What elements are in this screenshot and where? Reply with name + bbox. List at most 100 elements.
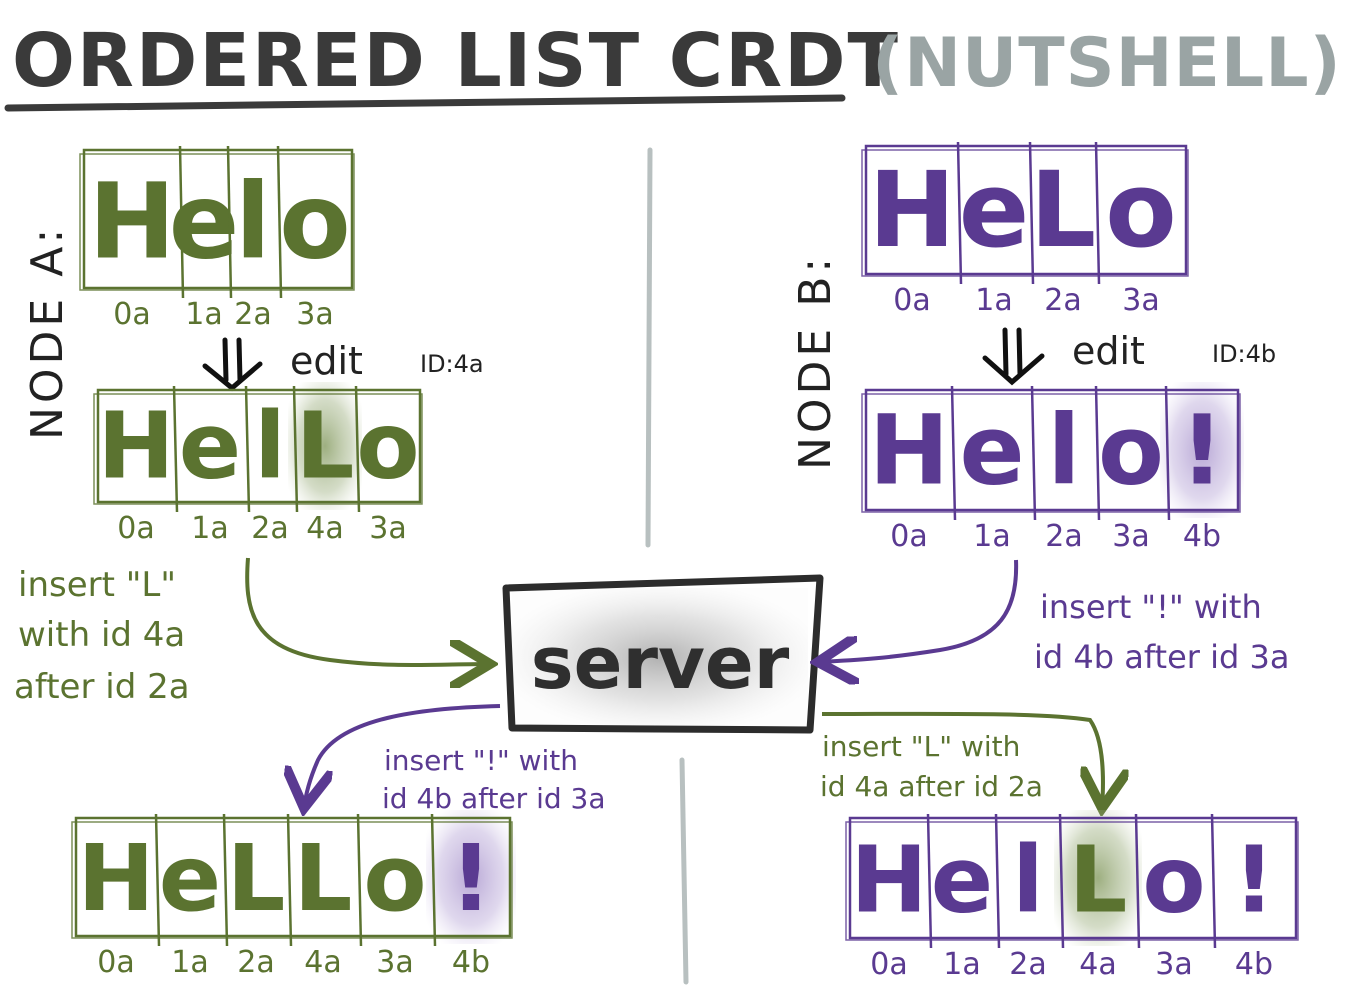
node-b-before-cell-3: o	[1105, 149, 1176, 271]
node-b-before-cell-2: L	[1030, 149, 1096, 271]
node-b-after-divider-4	[1164, 385, 1171, 521]
server-box	[502, 574, 824, 734]
node-a-after-id-3: 4a	[306, 511, 343, 546]
node-b-after-cell-2: l	[1048, 395, 1081, 507]
result-b-id-4: 3a	[1155, 947, 1192, 982]
node-b-edit-id: ID:4b	[1212, 340, 1276, 368]
node-b-after-divider-2	[1030, 385, 1037, 521]
result-a-id-2: 2a	[237, 945, 274, 980]
node-a-after-id-0: 0a	[117, 511, 154, 546]
result-b-divider-2	[994, 813, 1001, 949]
node-a-after-frame-sketch	[93, 393, 423, 505]
node-a-before-id-3: 3a	[296, 297, 333, 332]
node-b-before-frame-sketch	[861, 149, 1189, 277]
result-b-id-1: 1a	[943, 947, 980, 982]
result-a-frame	[74, 816, 512, 938]
node-b-after-divider-1	[950, 385, 957, 521]
node-b-after-divider-3	[1094, 385, 1101, 521]
result-a-highlight-5	[426, 810, 516, 944]
node-a-note: insert "L" with id 4a after id 2a	[14, 565, 190, 707]
result-b-cell-3: L	[1069, 827, 1128, 934]
node-a-label: NODE A:	[22, 225, 73, 440]
node-a-before-cell-0: H	[88, 161, 175, 283]
result-b-divider-3	[1058, 813, 1065, 949]
node-a-after-cell-1: e	[179, 392, 241, 499]
result-a-id-3: 4a	[304, 945, 341, 980]
result-b-id-5: 4b	[1235, 947, 1273, 982]
node-a-after-id-1: 1a	[191, 511, 228, 546]
node-b-after-id-0: 0a	[890, 519, 927, 554]
node-a-before-frame-sketch	[79, 153, 355, 291]
node-a-before-cell-3: o	[279, 161, 350, 283]
result-b-id-3: 4a	[1079, 947, 1116, 982]
result-b-highlight-3	[1054, 810, 1142, 946]
node-a-before-id-2: 2a	[234, 297, 271, 332]
node-b-before-id-2: 2a	[1044, 283, 1081, 318]
node-b-before-id-0: 0a	[893, 283, 930, 318]
node-a-edit-arrow	[202, 337, 263, 392]
node-a-before-divider-3	[276, 145, 283, 299]
result-a-note: insert "!" with id 4b after id 3a	[382, 744, 606, 815]
result-b-cell-1: e	[931, 827, 993, 934]
result-a-cell-4: o	[363, 825, 426, 932]
node-a-before-cell-2: l	[235, 161, 271, 283]
result-a-id-0: 0a	[97, 945, 134, 980]
node-a-after-divider-2	[244, 385, 251, 513]
node-a-after-divider-1	[172, 385, 179, 513]
node-a-note-line-1: insert "L"	[18, 565, 176, 605]
node-a-note-line-2: with id 4a	[18, 615, 185, 655]
node-a-after-id-4: 3a	[369, 511, 406, 546]
arrow-node-b-to-server	[818, 559, 1019, 662]
node-b-edit-label: edit	[1072, 329, 1145, 373]
server-label: server	[531, 621, 790, 705]
node-b-label: NODE B:	[790, 254, 841, 470]
node-b-before-id-1: 1a	[975, 283, 1012, 318]
result-a-divider-3	[286, 813, 293, 947]
result-a-cell-1: e	[159, 825, 221, 932]
result-b-cell-4: o	[1142, 827, 1205, 934]
node-a-before-id-1: 1a	[185, 297, 222, 332]
result-a-note-line-2: id 4b after id 3a	[382, 782, 606, 815]
node-a-before-id-0: 0a	[113, 297, 150, 332]
node-b-before-cell-1: e	[959, 149, 1030, 271]
node-a-after-id-2: 2a	[251, 511, 288, 546]
result-b-id-2: 2a	[1009, 947, 1046, 982]
node-b-after-cell-3: o	[1098, 395, 1164, 507]
result-b-cell-5: !	[1233, 827, 1275, 934]
result-b-divider-5	[1210, 813, 1217, 949]
node-b-after-frame-sketch	[861, 393, 1241, 513]
node-b-before-divider-2	[1028, 141, 1035, 285]
node-a-after-cell-0: H	[98, 392, 175, 499]
arrow-server-to-result-b	[821, 711, 1103, 808]
result-b-divider-4	[1134, 813, 1141, 949]
node-a-after-cell-4: o	[356, 392, 419, 499]
node-a-after-highlight-3	[288, 382, 362, 510]
result-b-note-line-2: id 4a after id 2a	[820, 770, 1043, 803]
result-b-note-line-1: insert "L" with	[822, 730, 1020, 763]
node-b-after-id-2: 2a	[1045, 519, 1082, 554]
result-a-note-line-1: insert "!" with	[384, 744, 578, 777]
node-b-after-highlight-4	[1160, 382, 1244, 518]
title-sub: (NUTSHELL)	[872, 24, 1342, 103]
result-a-id-1: 1a	[171, 945, 208, 980]
node-a-edit-label: edit	[290, 339, 363, 383]
node-b-note: insert "!" with id 4b after id 3a	[1034, 588, 1289, 676]
node-b-after-frame	[864, 388, 1240, 512]
result-b-cell-2: l	[1012, 827, 1044, 934]
node-a-after-frame	[96, 388, 422, 504]
title-main: ORDERED LIST CRDT	[12, 18, 900, 104]
node-b-before-frame	[864, 144, 1188, 276]
node-a-after-cell-2: l	[254, 392, 286, 499]
result-b-note: insert "L" with id 4a after id 2a	[820, 730, 1043, 803]
node-b-after-cell-0: H	[869, 395, 949, 507]
result-a-cell-3: L	[294, 825, 353, 932]
node-b-after-cell-1: e	[959, 395, 1024, 507]
node-a-before-divider-1	[178, 145, 185, 299]
